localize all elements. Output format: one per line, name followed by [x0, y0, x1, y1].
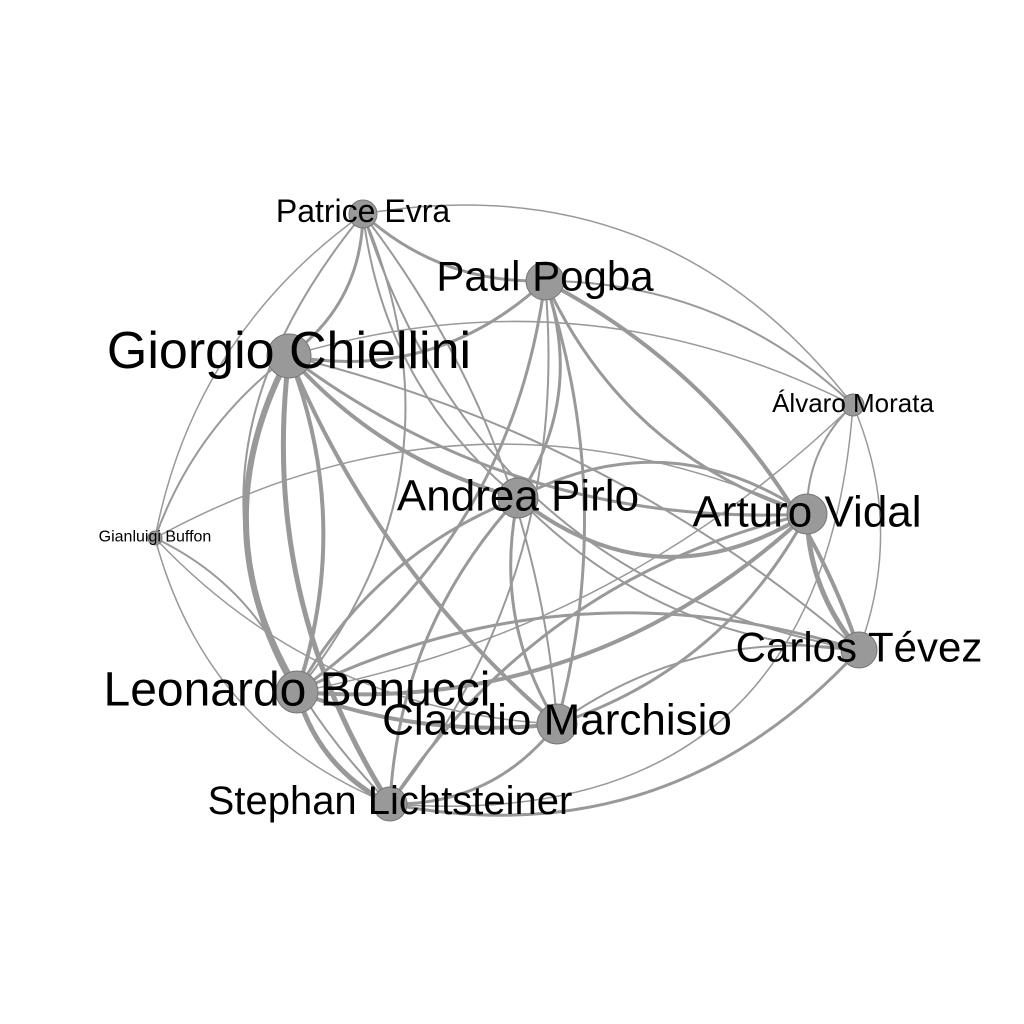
edge-buffon-evra	[154, 213, 364, 539]
node-label-evra: Patrice Evra	[276, 193, 450, 229]
edge-tevez-morata	[852, 404, 882, 651]
edge-bonucci-marchisio	[295, 690, 559, 730]
edge-marchisio-evra	[362, 213, 558, 725]
edge-chiellini-vidal	[287, 354, 809, 517]
edge-pogba-evra	[361, 212, 547, 283]
edge-pirlo-vidal	[516, 496, 809, 559]
edge-chiellini-pirlo	[287, 354, 520, 500]
edge-vidal-pogba	[543, 279, 809, 516]
edge-pogba-lichtsteiner	[389, 280, 550, 805]
node-label-chiellini: Giorgio Chiellini	[107, 322, 471, 380]
nodes-layer	[147, 199, 878, 822]
node-lichtsteiner	[372, 786, 408, 822]
edge-chiellini-buffon	[154, 355, 290, 539]
edge-pirlo-marchisio	[509, 496, 559, 726]
edge-morata-lichtsteiner	[389, 404, 854, 807]
edge-bonucci-pogba	[295, 279, 547, 694]
node-label-morata: Álvaro Morata	[772, 388, 934, 418]
edge-marchisio-lichtsteiner	[388, 722, 559, 806]
node-evra	[348, 199, 378, 229]
edge-chiellini-pogba	[287, 279, 547, 363]
node-morata	[841, 393, 865, 417]
node-label-vidal: Arturo Vidal	[692, 488, 921, 537]
node-label-bonucci: Leonardo Bonucci	[104, 664, 491, 717]
edge-marchisio-pogba	[543, 279, 586, 726]
edge-pirlo-lichtsteiner	[388, 496, 520, 806]
node-bonucci	[275, 670, 319, 714]
edge-marchisio-tevez	[556, 644, 860, 725]
edge-pirlo-vidal	[516, 460, 809, 516]
node-pirlo	[497, 477, 539, 519]
edge-pirlo-evra	[362, 213, 519, 499]
edge-vidal-marchisio	[555, 512, 809, 726]
edge-chiellini-morata	[288, 320, 854, 406]
edge-bonucci-morata	[296, 404, 854, 693]
edge-pogba-morata	[544, 280, 854, 406]
node-label-lichtsteiner: Stephan Lichtsteiner	[208, 779, 573, 823]
edge-evra-lichtsteiner	[242, 213, 391, 805]
edge-bonucci-pirlo	[295, 496, 520, 694]
edge-pogba-tevez	[543, 279, 861, 652]
node-label-tevez: Carlos Tévez	[736, 624, 983, 671]
node-label-pirlo: Andrea Pirlo	[397, 472, 639, 521]
edge-chiellini-lichtsteiner	[280, 353, 393, 807]
node-label-marchisio: Claudio Marchisio	[382, 696, 732, 745]
edge-buffon-marchisio	[154, 537, 558, 725]
edge-bonucci-evra	[296, 213, 407, 693]
node-label-buffon: Gianluigi Buffon	[99, 529, 212, 546]
edge-chiellini-bonucci	[242, 353, 300, 695]
edge-buffon-vidal	[154, 443, 808, 539]
edge-chiellini-bonucci	[287, 354, 326, 694]
edge-evra-morata	[362, 204, 854, 406]
node-buffon	[147, 530, 163, 546]
node-vidal	[786, 493, 828, 535]
node-tevez	[840, 631, 878, 669]
node-label-pogba: Paul Pogba	[436, 253, 654, 300]
edge-tevez-lichtsteiner	[388, 648, 861, 817]
edge-buffon-lichtsteiner	[154, 537, 391, 805]
node-chiellini	[266, 333, 312, 379]
node-marchisio	[536, 703, 578, 745]
node-pogba	[525, 261, 565, 301]
edges-layer	[154, 204, 882, 817]
edge-tevez-evra	[362, 213, 860, 651]
edge-chiellini-marchisio	[287, 354, 559, 726]
